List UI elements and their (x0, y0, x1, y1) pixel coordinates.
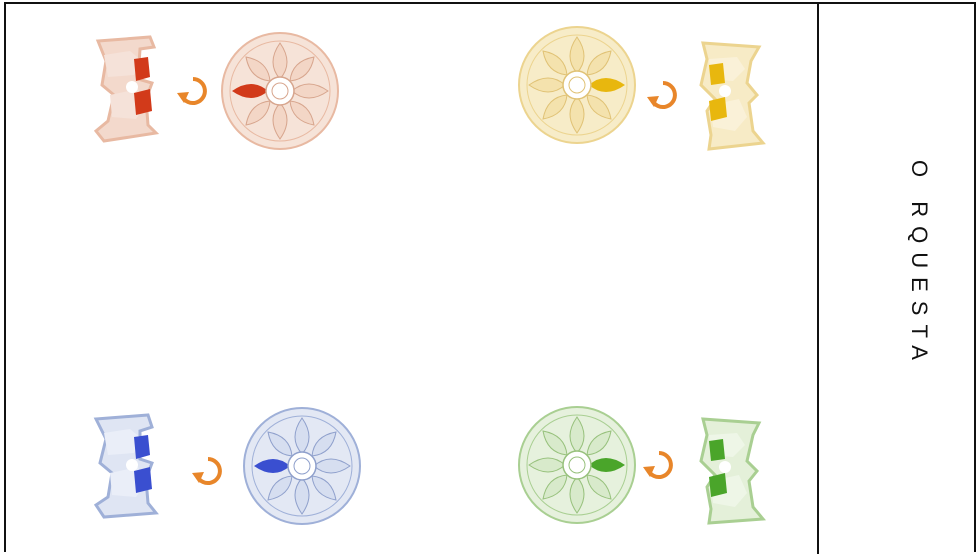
rotate-icon[interactable] (647, 81, 677, 109)
card-pile-icon[interactable] (93, 413, 159, 519)
rotate-icon[interactable] (192, 457, 222, 485)
panel-divider (817, 2, 819, 554)
wheel-icon[interactable] (518, 406, 636, 524)
player-yellow (515, 25, 815, 151)
player-blue (90, 405, 390, 525)
side-panel (819, 4, 975, 554)
player-green (515, 405, 815, 525)
card-pile-icon[interactable] (93, 35, 160, 143)
rotate-icon[interactable] (643, 451, 673, 479)
card-pile-icon[interactable] (699, 41, 766, 151)
game-frame (4, 2, 976, 552)
wheel-icon[interactable] (221, 32, 339, 150)
wheel-icon[interactable] (243, 407, 361, 525)
rotate-icon[interactable] (177, 77, 207, 105)
card-pile-icon[interactable] (699, 417, 767, 525)
game-title: O RQUESTA (907, 160, 932, 369)
wheel-icon[interactable] (518, 26, 636, 144)
player-red (90, 30, 390, 150)
